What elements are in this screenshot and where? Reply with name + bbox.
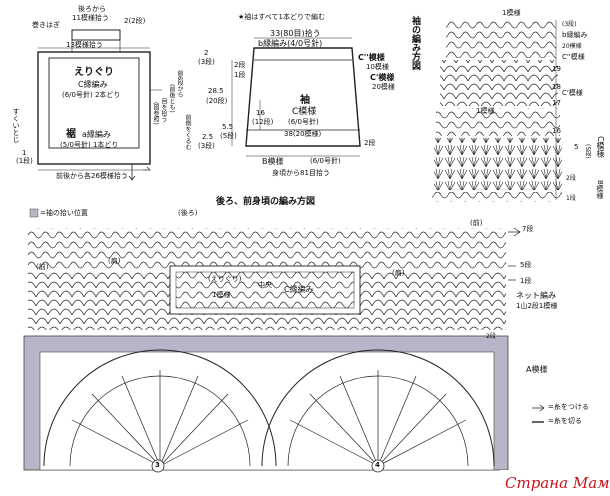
sleeve-outline-diagram bbox=[231, 37, 361, 157]
sleeve-chart-b-pattern: B模様 bbox=[596, 180, 604, 199]
sleeve-chart-c-double-prime: C''模様 bbox=[562, 53, 585, 61]
sleeve-top-border: b縁編み(4/0号針) bbox=[258, 39, 323, 48]
sleeve-bottom-width: 38(20模様) bbox=[284, 130, 322, 138]
main-chart-a-pattern: A模様 bbox=[526, 365, 548, 374]
sleeve-note: ★袖はすべて1本どりで編む bbox=[238, 13, 325, 21]
sleeve-pickup: 身頃から81目拾う bbox=[272, 169, 330, 177]
sleeve-chart-row-17: 17 bbox=[552, 99, 561, 107]
sleeve-bottom-needle: (6/0号針) bbox=[310, 157, 341, 165]
sleeve-chart-r3: (3段) bbox=[562, 21, 577, 28]
sleeve-chart-c-pattern: C模様 bbox=[596, 136, 605, 158]
top-pickup-label: 11模様拾う bbox=[72, 14, 109, 22]
side-right-label-1: 前6段から bbox=[176, 70, 183, 98]
sleeve-bottom-rows: 2段 bbox=[364, 139, 376, 147]
main-chart-legend-attach: =糸をつける bbox=[548, 403, 589, 411]
side-right-label-5: 前側をくるむ bbox=[184, 114, 191, 150]
main-chart-title: 後ろ、前身頃の編み方図 bbox=[216, 197, 316, 207]
sleeve-inner-rows: (12段) bbox=[252, 118, 274, 126]
sleeve-chart-rows-1: 1段 bbox=[566, 195, 576, 202]
main-chart-legend-cut: =糸を切る bbox=[548, 417, 582, 425]
main-chart-rows-7: 7段 bbox=[522, 225, 534, 233]
sleeve-chart-top: 1模様 bbox=[502, 9, 521, 17]
side-right-label-2: (前後とも) bbox=[168, 84, 175, 113]
sleeve-rows-20: 20模様 bbox=[372, 83, 395, 91]
hem-title: 裾 bbox=[66, 129, 76, 140]
sleeve-chart-row-5-rows: (5段) bbox=[584, 144, 591, 159]
sleeve-rows-10: 10模様 bbox=[366, 63, 389, 71]
main-chart-shoulder-right: (肩) bbox=[392, 269, 405, 277]
sleeve-c-prime: C'模様 bbox=[370, 73, 395, 82]
sleeve-chart-rows-20: 20模様 bbox=[562, 43, 582, 50]
sleeve-low-b-rows: (3段) bbox=[198, 142, 215, 150]
sleeve-chart-one-pattern: 1模様 bbox=[476, 107, 495, 115]
side-left-label: すくいとじ bbox=[12, 108, 20, 143]
hem-rows-label: 1 bbox=[22, 149, 27, 157]
main-chart-net: ネット編み bbox=[516, 291, 556, 300]
sleeve-rows-2: 2段 bbox=[234, 61, 246, 69]
sleeve-pattern: C模様 bbox=[292, 107, 317, 117]
main-chart-center: 中央 bbox=[258, 281, 272, 289]
sleeve-title: 袖 bbox=[300, 95, 310, 106]
main-chart-collar: (えりぐり) bbox=[208, 275, 242, 283]
sleeve-height: 28.5 bbox=[208, 87, 224, 95]
bottom-count-label: 前後から各26模様拾う bbox=[56, 172, 128, 180]
top-start-label: 後ろから bbox=[78, 5, 106, 13]
main-body-crochet-chart bbox=[23, 208, 545, 473]
main-chart-net-pattern: 1山2段1模様 bbox=[516, 302, 558, 310]
sleeve-top-count: 33(80目)拾う bbox=[270, 29, 321, 38]
motif-left-number: 3 bbox=[155, 461, 160, 469]
hem-rows-label-2: (1段) bbox=[16, 157, 33, 165]
collar-needle-label: (6/0号針) 2本どり bbox=[62, 91, 121, 99]
sleeve-needle: (6/0号針) bbox=[288, 118, 319, 126]
sleeve-chart-row-16: 16 bbox=[552, 127, 561, 135]
sleeve-chart-row-5: 5 bbox=[574, 143, 579, 151]
neck-finish-label: 巻きはぎ bbox=[32, 21, 60, 29]
sleeve-bottom-pattern: B模様 bbox=[262, 157, 284, 166]
sleeve-crochet-chart bbox=[432, 20, 562, 202]
collar-pattern-label: C縁編み bbox=[78, 80, 108, 89]
main-chart-one-pattern: 1模様 bbox=[212, 291, 231, 299]
sleeve-chart-row-19: 19 bbox=[552, 65, 561, 73]
main-chart-back: (後ろ) bbox=[178, 209, 198, 217]
sleeve-inner: 16 bbox=[256, 109, 265, 117]
watermark-text: Страна Мам bbox=[505, 474, 610, 492]
sleeve-low-a: 5.5 bbox=[222, 123, 234, 131]
sleeve-height-rows: (20段) bbox=[206, 97, 228, 105]
main-chart-rows-2: 2段 bbox=[486, 333, 496, 340]
side-right-label-4: (図参照) bbox=[152, 102, 159, 125]
sleeve-chart-title: 袖の編み方図 bbox=[410, 16, 420, 70]
sleeve-chart-b-border: b縁編み bbox=[562, 31, 588, 39]
sleeve-left-top: 2 bbox=[204, 49, 209, 57]
sleeve-chart-rows-2: 2段 bbox=[566, 175, 576, 182]
body-outline-diagram bbox=[37, 29, 162, 181]
main-chart-front-left: (前) bbox=[36, 263, 49, 271]
sleeve-c-double-prime: C''模様 bbox=[358, 53, 385, 62]
motif-right-number: 4 bbox=[375, 461, 380, 469]
sleeve-chart-c-prime: C'模様 bbox=[562, 89, 583, 97]
main-chart-collar-pattern: C縁編み bbox=[284, 285, 314, 294]
main-chart-shoulder-left: (肩) bbox=[108, 257, 121, 265]
sleeve-rows-1: 1段 bbox=[234, 71, 246, 79]
main-chart-legend: =袖の拾い位置 bbox=[40, 209, 88, 217]
main-chart-front-right: (前) bbox=[470, 219, 483, 227]
hem-needle-label: (5/0号針) 1本どり bbox=[60, 141, 119, 149]
collar-title: えりぐり bbox=[74, 67, 114, 78]
sleeve-low-a-rows: (5段) bbox=[220, 132, 237, 140]
hem-pattern-label: a縁編み bbox=[82, 130, 111, 139]
sleeve-low-b: 2.5 bbox=[202, 133, 214, 141]
top-rows-label: 2(2段) bbox=[124, 17, 146, 25]
neck-count-label: 13模様拾う bbox=[66, 41, 103, 49]
sleeve-left-top-rows: (3段) bbox=[198, 58, 215, 66]
side-right-label-3: 目を拾う bbox=[160, 98, 167, 122]
main-chart-rows-5: 5段 bbox=[520, 261, 532, 269]
sleeve-chart-row-18: 18 bbox=[552, 83, 561, 91]
main-chart-rows-1: 1段 bbox=[520, 277, 532, 285]
